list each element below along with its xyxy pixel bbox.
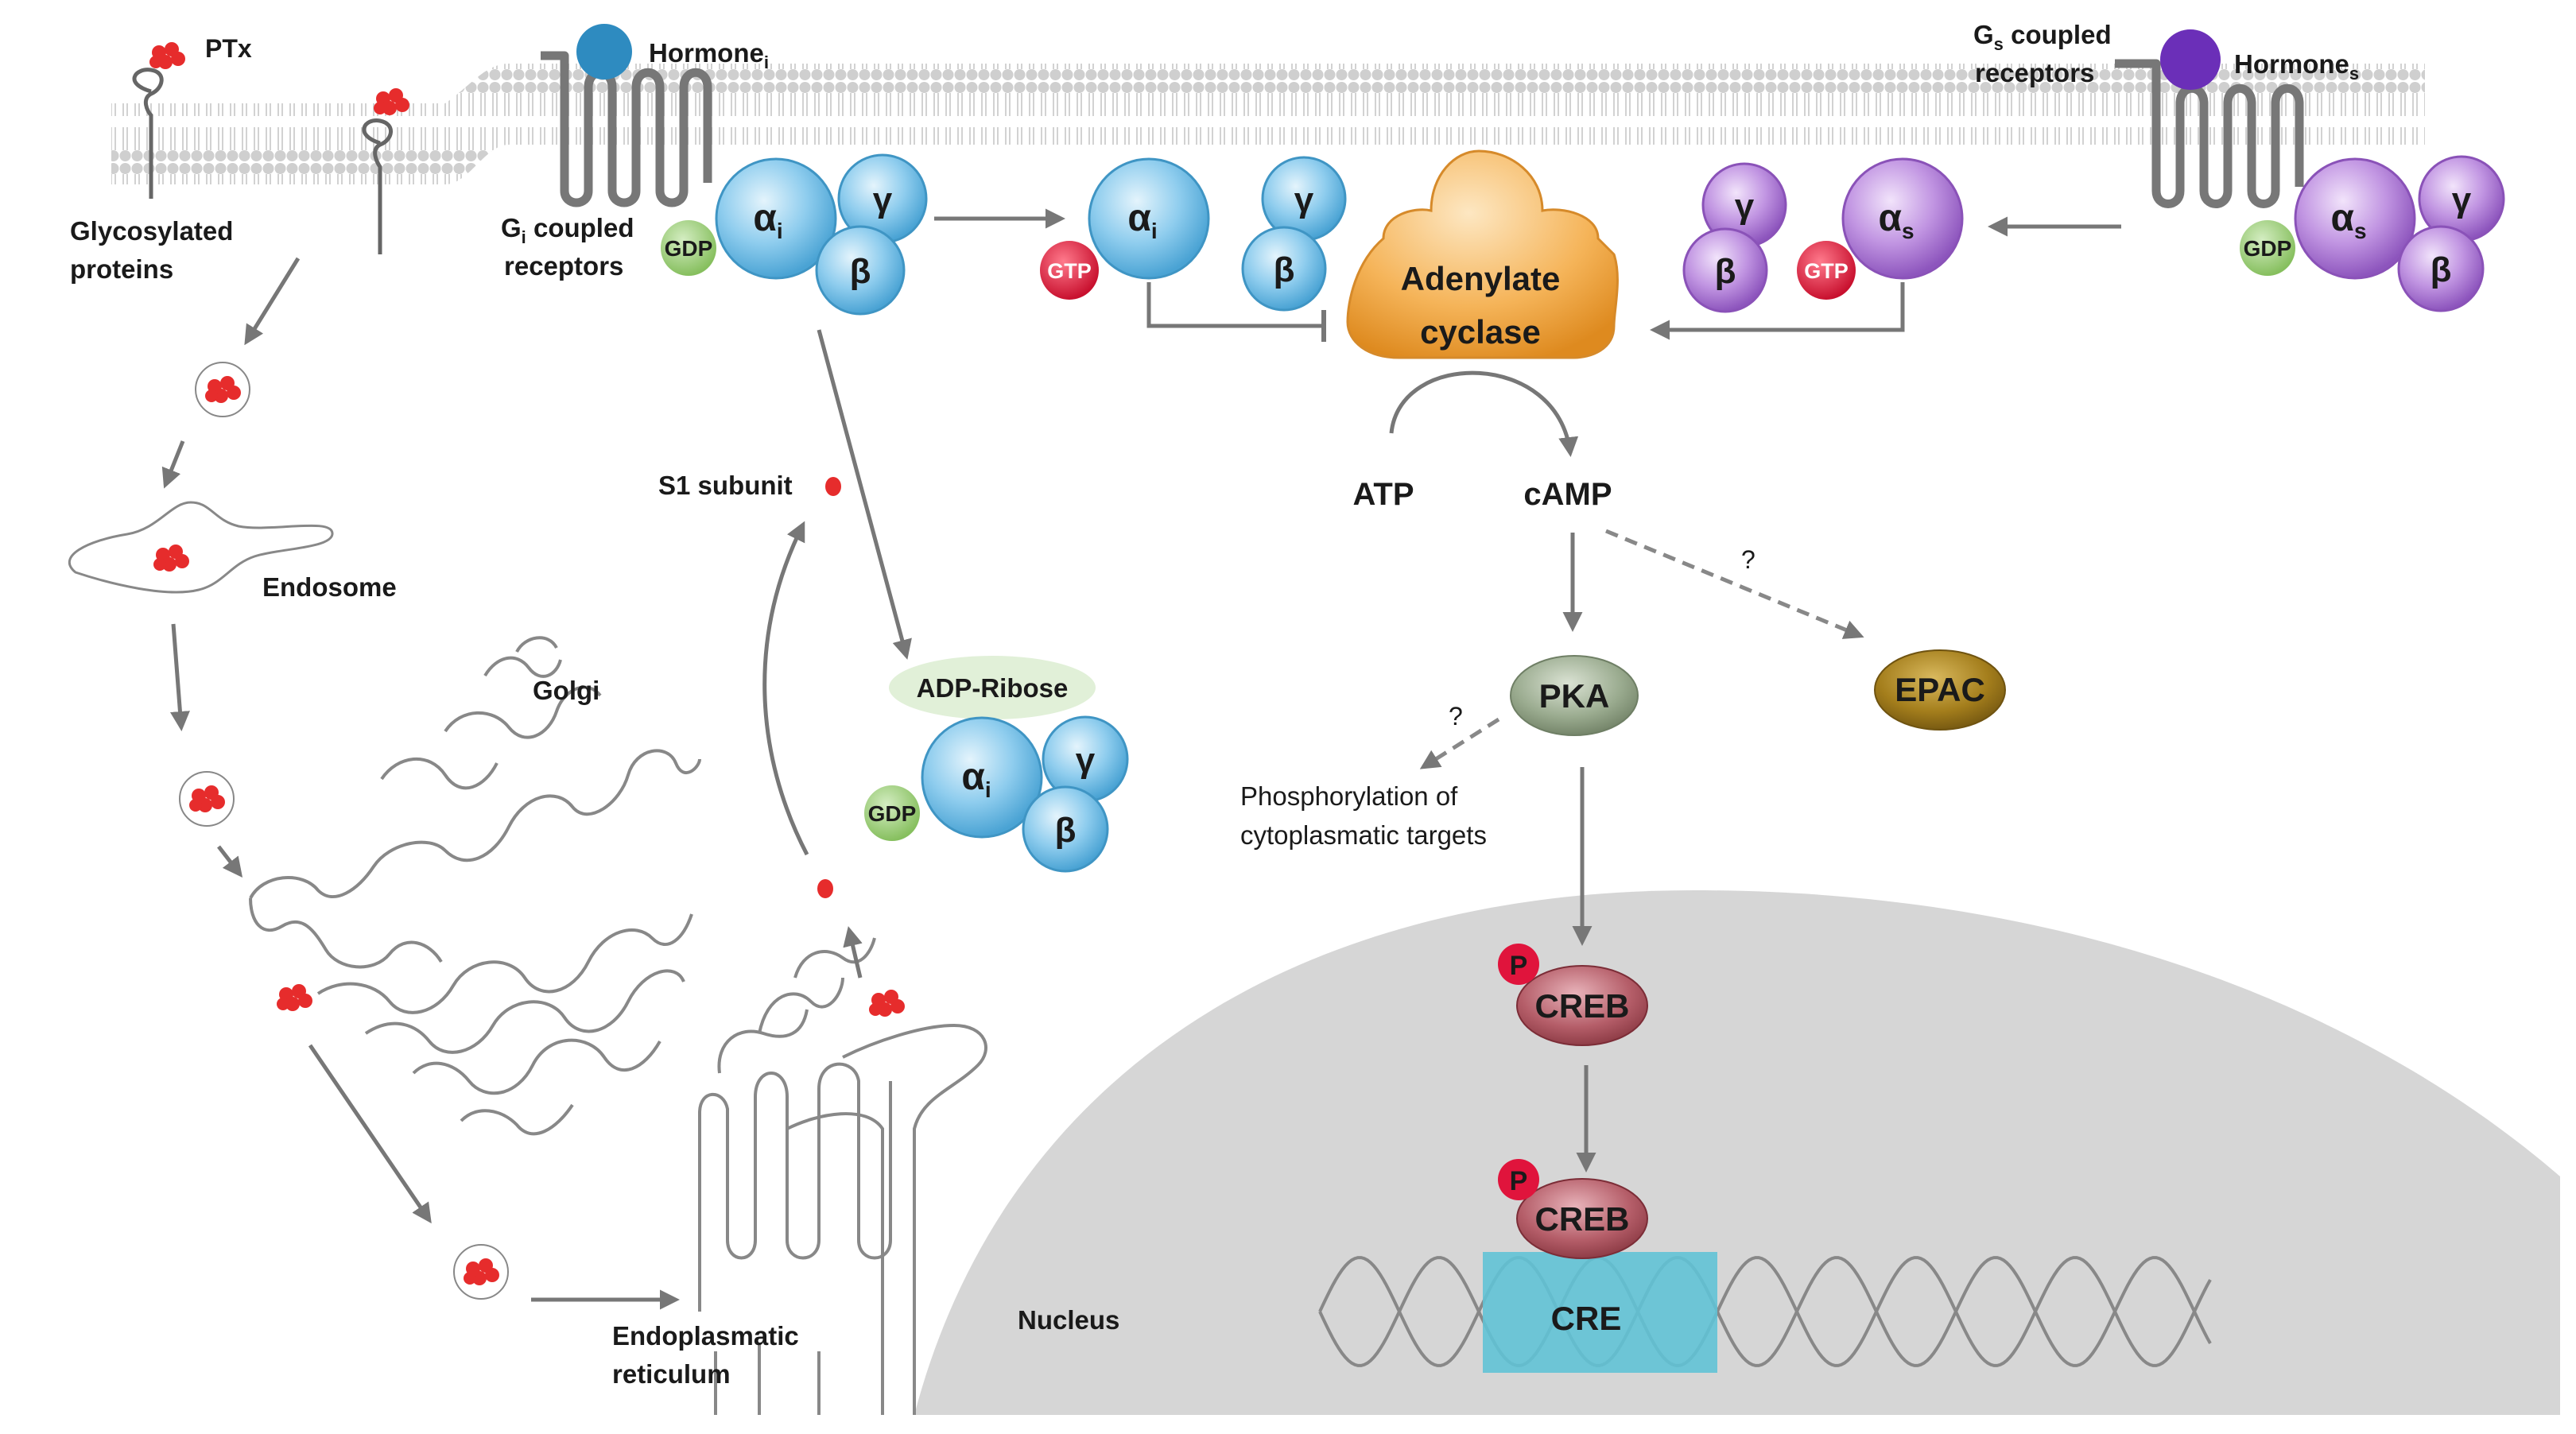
svg-text:PKA: PKA — [1539, 677, 1610, 715]
svg-text:αs: αs — [1878, 197, 1914, 243]
hormone-i-ligand — [576, 24, 632, 79]
phospho-label-line1: Phosphorylation of — [1240, 781, 1458, 811]
cre-label: CRE — [1551, 1300, 1622, 1337]
svg-text:GTP: GTP — [1804, 259, 1849, 283]
gs-receptor-label-line1: Gs coupled — [1973, 20, 2112, 54]
ptx-toxin-icon — [149, 42, 185, 69]
svg-text:β: β — [1055, 811, 1077, 850]
svg-text:αi: αi — [961, 756, 991, 802]
svg-text:αi: αi — [753, 197, 782, 243]
endoplasmic-reticulum — [698, 937, 987, 1415]
svg-text:cyclase: cyclase — [1420, 313, 1541, 351]
adenylate-cyclase: Adenylate cyclase — [1346, 149, 1619, 359]
s1-subunit-dot — [825, 477, 841, 496]
svg-text:P: P — [1510, 951, 1528, 981]
gi-beta-gamma-dimer: γ β — [1241, 156, 1347, 312]
gi-coupled-receptor — [541, 51, 712, 207]
ptx-label: PTx — [205, 34, 252, 63]
hormone-s-ligand — [2160, 29, 2221, 90]
glycosylated-label-line2: proteins — [70, 254, 173, 284]
hormone-s-label: Hormones — [2234, 49, 2359, 83]
golgi-label: Golgi — [533, 676, 599, 705]
cre-element — [1483, 1252, 1717, 1373]
camp-label: cAMP — [1523, 477, 1612, 512]
s1-subunit-label: S1 subunit — [658, 471, 793, 500]
gs-coupled-receptor — [2115, 59, 2304, 208]
nucleus-body — [914, 890, 2560, 1415]
golgi-apparatus — [249, 636, 701, 1136]
svg-text:γ: γ — [1076, 741, 1096, 780]
svg-text:GDP: GDP — [868, 801, 917, 826]
ptx-toxin-icon — [374, 88, 409, 115]
er-label-line2: reticulum — [612, 1359, 731, 1389]
gs-receptor-label-line2: receptors — [1975, 58, 2094, 87]
pka-node: PKA — [1510, 655, 1639, 736]
svg-text:γ: γ — [1294, 180, 1314, 219]
svg-text:αs: αs — [2330, 197, 2366, 243]
svg-text:CREB: CREB — [1534, 987, 1629, 1025]
endosome — [68, 501, 334, 594]
glycosylated-protein-1 — [132, 42, 185, 199]
atp-label: ATP — [1352, 477, 1414, 512]
p-creb-bound: CREB P — [1498, 1159, 1648, 1259]
cell-membrane — [111, 64, 2425, 184]
gs-beta-gamma-dimer: γ β — [1682, 162, 1787, 313]
gi-protein-trimer-inactive: GDP αi γ β — [661, 153, 928, 316]
svg-text:GDP: GDP — [2244, 236, 2292, 261]
svg-text:Adenylate: Adenylate — [1401, 260, 1561, 297]
svg-text:γ: γ — [873, 180, 893, 219]
svg-text:CREB: CREB — [1534, 1200, 1629, 1238]
hormone-i-label: Hormonei — [649, 38, 769, 72]
adp-ribose-badge — [889, 656, 1096, 719]
svg-text:β: β — [1274, 250, 1295, 289]
epac-node: EPAC — [1874, 649, 2006, 731]
svg-text:β: β — [2431, 250, 2452, 289]
svg-text:GDP: GDP — [665, 236, 713, 261]
svg-text:GTP: GTP — [1047, 259, 1092, 283]
adp-ribose-label: ADP-Ribose — [917, 673, 1069, 703]
ptx-vesicle-3 — [453, 1244, 509, 1300]
ptx-vesicle-1 — [195, 362, 250, 417]
glycosylated-protein-2 — [362, 88, 409, 254]
svg-text:β: β — [1715, 252, 1736, 291]
endosome-label: Endosome — [262, 572, 397, 602]
ptx-toxin-icon — [869, 990, 905, 1017]
gi-trimer-adp-ribosylated: GDP αi γ β — [864, 715, 1129, 873]
svg-text:γ: γ — [2452, 180, 2472, 219]
svg-text:αi: αi — [1127, 197, 1157, 243]
phospho-question-mark: ? — [1449, 702, 1463, 731]
gi-alpha-gtp-active: αi GTP — [1040, 157, 1210, 300]
glycosylated-label-line1: Glycosylated — [70, 216, 233, 246]
dna-double-helix — [1318, 1256, 2212, 1367]
svg-text:EPAC: EPAC — [1895, 671, 1985, 708]
er-label-line1: Endoplasmatic — [612, 1321, 799, 1351]
gs-protein-trimer-inactive: GDP αs γ β — [2240, 155, 2505, 312]
svg-text:γ: γ — [1735, 187, 1755, 226]
ptx-toxin-icon — [277, 984, 312, 1011]
epac-question-mark: ? — [1741, 545, 1755, 574]
gs-alpha-gtp-active: αs GTP — [1797, 157, 1964, 300]
svg-text:P: P — [1510, 1166, 1528, 1196]
nucleus-label: Nucleus — [1018, 1305, 1119, 1335]
phospho-label-line2: cytoplasmatic targets — [1240, 820, 1487, 850]
gi-receptor-label-line2: receptors — [504, 251, 623, 281]
s1-subunit-dot — [817, 879, 833, 898]
p-creb-cytoplasm: CREB P — [1498, 944, 1648, 1046]
gi-receptor-label-line1: Gi coupled — [501, 213, 634, 247]
svg-text:β: β — [850, 252, 871, 291]
ptx-vesicle-2 — [179, 771, 235, 827]
